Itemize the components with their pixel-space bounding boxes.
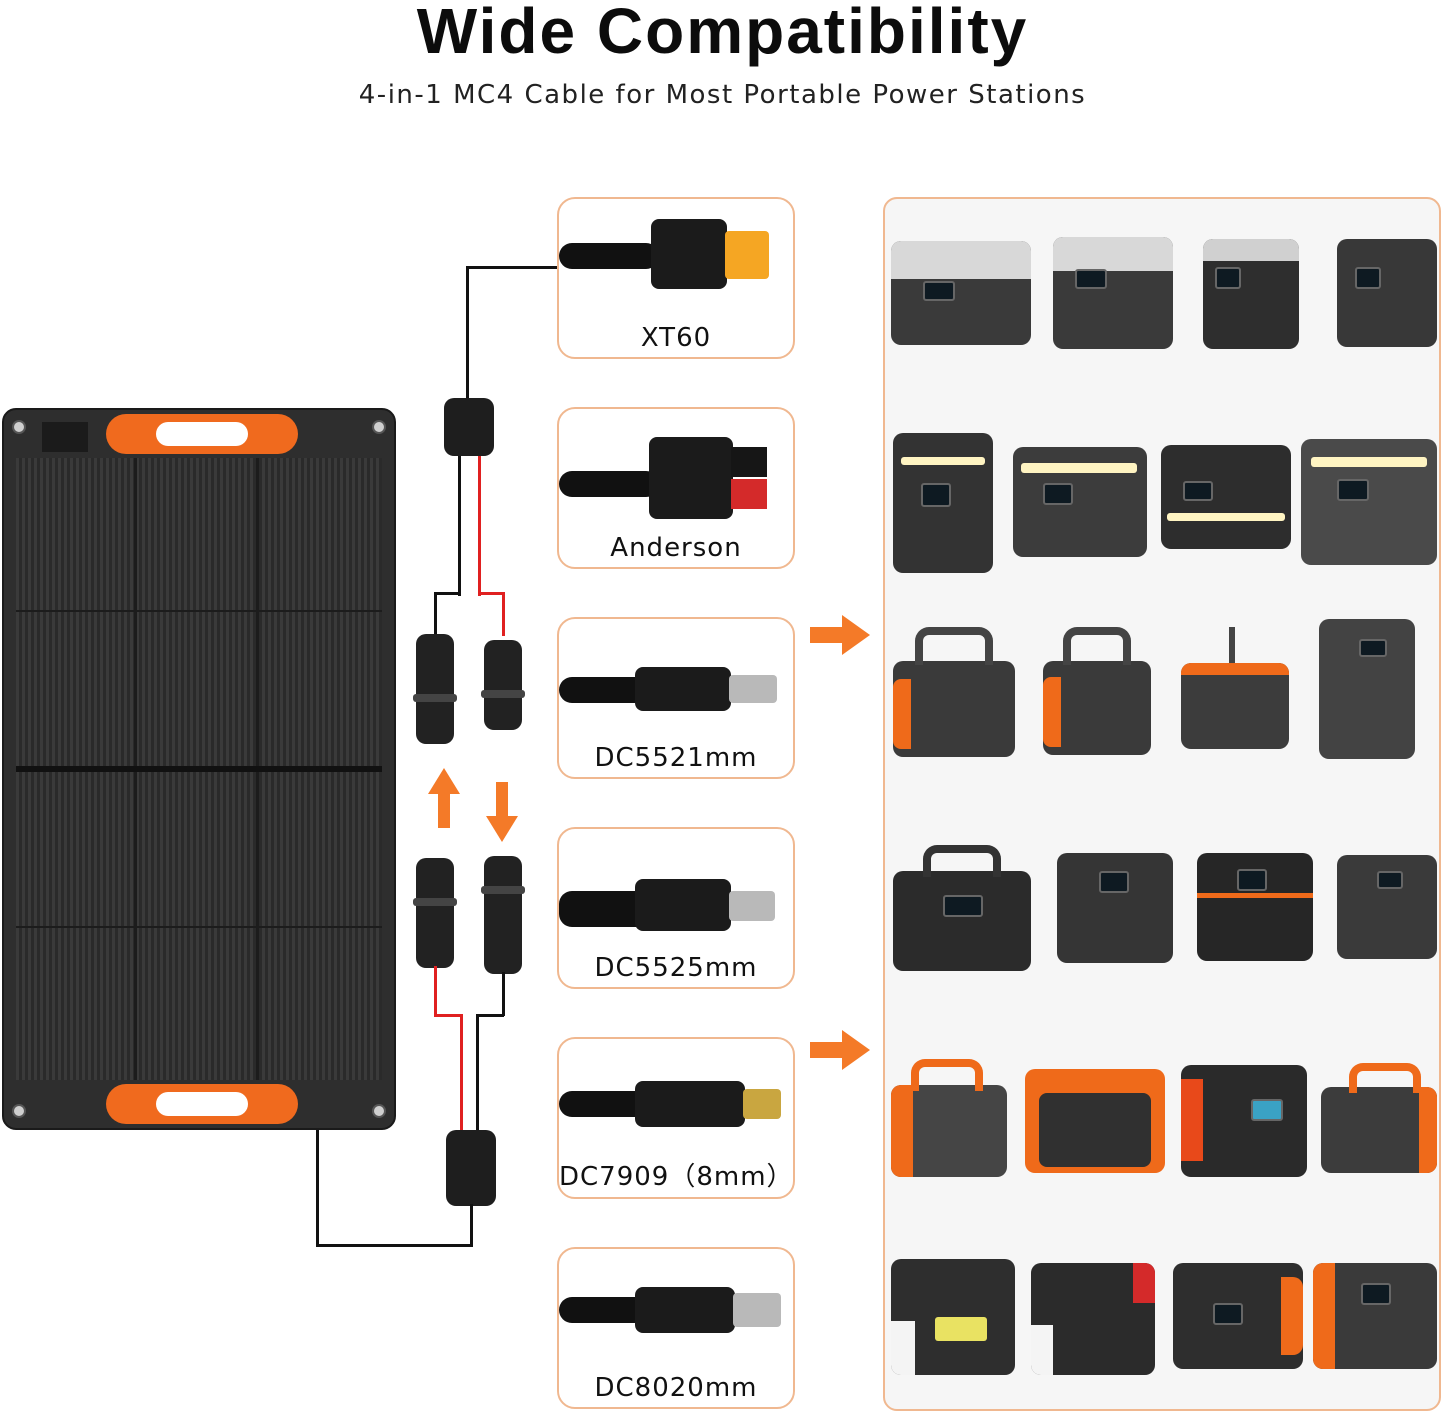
power-station-device — [1319, 619, 1415, 759]
power-station-device — [1013, 447, 1147, 557]
arrow-down-icon — [486, 816, 518, 842]
power-station-device — [893, 433, 993, 573]
power-station-device — [893, 627, 1015, 757]
mc4-connector-male-bottom — [413, 858, 457, 968]
power-station-device — [1181, 1065, 1307, 1177]
connector-label: Anderson — [610, 533, 742, 563]
connector-card-xt60: XT60 — [557, 197, 795, 359]
connector-label: DC5521mm — [594, 743, 758, 773]
arrow-right-icon — [810, 615, 872, 655]
power-station-device — [893, 845, 1031, 971]
cable-joint-top — [444, 398, 494, 456]
connector-card-anderson: Anderson — [557, 407, 795, 569]
power-station-device — [1321, 1063, 1437, 1173]
power-station-device — [1197, 853, 1313, 961]
power-station-device — [891, 241, 1031, 345]
mc4-connector-male-top — [413, 634, 457, 744]
power-station-device — [1043, 627, 1151, 755]
page-subtitle: 4-in-1 MC4 Cable for Most Portable Power… — [358, 80, 1087, 110]
brand-label — [42, 422, 88, 452]
power-station-device — [891, 1259, 1015, 1375]
mc4-connector-female-top — [481, 640, 525, 730]
power-station-device — [1301, 439, 1437, 565]
mc4-connector-female-bottom — [481, 856, 525, 974]
power-station-device — [1313, 1263, 1437, 1369]
power-station-device — [1053, 237, 1173, 349]
power-station-device — [1337, 239, 1437, 347]
power-station-device — [1025, 1069, 1165, 1173]
connector-card-dc5525: DC5525mm — [557, 827, 795, 989]
cable-joint-bottom — [446, 1130, 496, 1206]
power-station-device — [891, 1059, 1007, 1177]
connector-label: XT60 — [640, 323, 712, 353]
connector-card-dc5521: DC5521mm — [557, 617, 795, 779]
arrow-up-icon — [428, 768, 460, 794]
connector-label: DC7909（8mm） — [559, 1162, 794, 1192]
arrow-right-icon — [810, 1030, 872, 1070]
connector-card-dc7909: DC7909（8mm） — [557, 1037, 795, 1199]
solar-panel — [2, 408, 396, 1130]
power-station-device — [1181, 627, 1289, 749]
power-station-device — [1161, 445, 1291, 549]
power-station-device — [1031, 1263, 1155, 1375]
connector-label: DC5525mm — [594, 953, 758, 983]
panel-handle-bottom — [106, 1084, 298, 1124]
connector-card-dc8020: DC8020mm — [557, 1247, 795, 1409]
power-station-device — [1203, 239, 1299, 349]
power-station-device — [1337, 855, 1437, 959]
compatible-devices-grid — [883, 197, 1441, 1411]
connector-label: DC8020mm — [594, 1373, 758, 1403]
power-station-device — [1173, 1263, 1303, 1369]
power-station-device — [1057, 853, 1173, 963]
page-title: Wide Compatibility — [416, 0, 1029, 67]
panel-handle-top — [106, 414, 298, 454]
